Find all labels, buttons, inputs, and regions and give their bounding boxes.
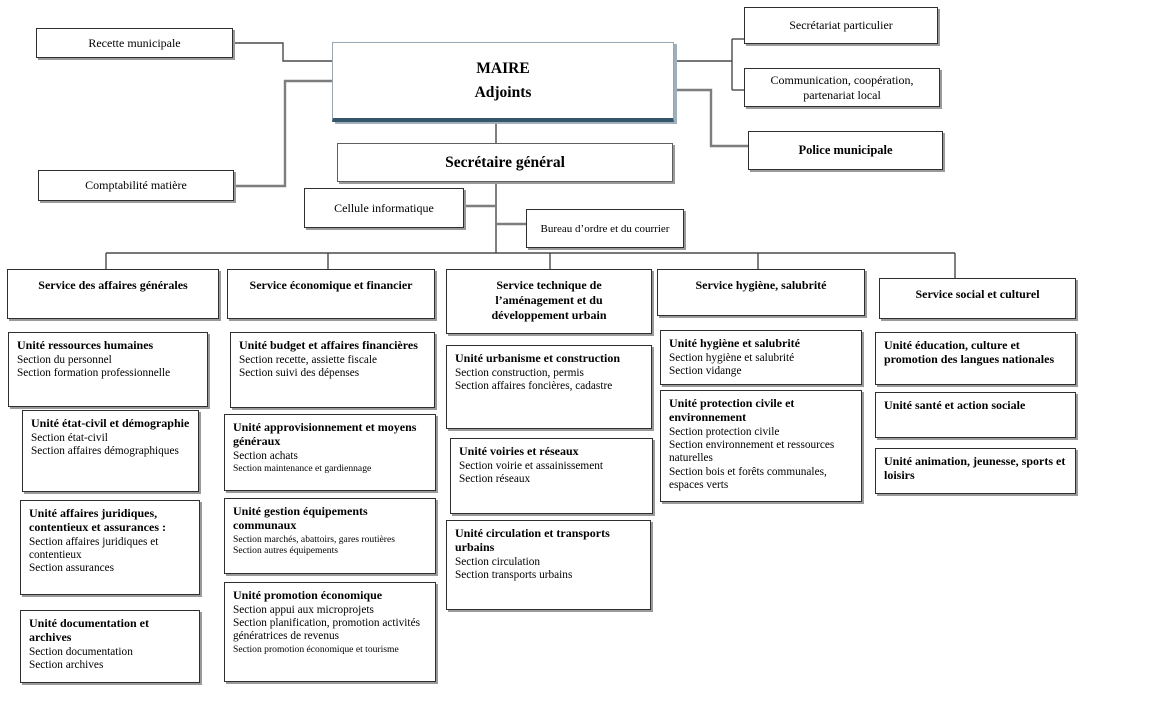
service-social-culturel: Service social et culturel: [879, 278, 1076, 319]
unit-title: Unité état-civil et démographie: [31, 416, 190, 430]
node-label: Bureau d’ordre et du courrier: [540, 222, 670, 235]
unit-ressources-humaines: Unité ressources humaines Section du per…: [8, 332, 208, 407]
unit-section: Section suivi des dépenses: [239, 367, 360, 380]
unit-section: Section du personnel: [17, 353, 112, 366]
unit-title: Unité protection civile et environnement: [669, 396, 795, 424]
node-secretaire-general: Secrétaire général: [337, 143, 673, 182]
unit-urbanisme-construction: Unité urbanisme et construction Section …: [446, 345, 652, 429]
unit-section: Section marchés, abattoirs, gares routiè…: [233, 533, 395, 545]
unit-approvisionnement-moyens-generaux: Unité approvisionnement et moyens généra…: [224, 414, 436, 491]
unit-section: Section archives: [29, 658, 104, 671]
unit-section: Section affaires démographiques: [31, 445, 179, 458]
node-secretariat-particulier: Secrétariat particulier: [744, 7, 938, 44]
unit-section: Section affaires foncières, cadastre: [455, 380, 613, 393]
unit-section: Section appui aux microprojets: [233, 603, 374, 616]
unit-section: Section état-civil: [31, 431, 108, 444]
unit-affaires-juridiques: Unité affaires juridiques, contentieux e…: [20, 500, 200, 595]
service-label: Service technique de l’aménagement et du…: [491, 278, 607, 322]
service-hygiene-salubrite: Service hygiène, salubrité: [657, 269, 865, 316]
unit-section: Section vidange: [669, 365, 742, 378]
unit-section: Section assurances: [29, 562, 115, 575]
service-affaires-generales: Service des affaires générales: [7, 269, 219, 319]
unit-promotion-economique: Unité promotion économique Section appui…: [224, 582, 436, 682]
service-label: Service social et culturel: [915, 287, 1040, 301]
adjoints-title: Adjoints: [474, 83, 532, 101]
unit-documentation-archives: Unité documentation et archives Section …: [20, 610, 200, 683]
unit-title: Unité éducation, culture et promotion de…: [884, 338, 1055, 366]
node-communication-cooperation: Communication, coopération, partenariat …: [744, 68, 940, 107]
unit-title: Unité santé et action sociale: [884, 398, 1026, 412]
unit-education-culture-langues: Unité éducation, culture et promotion de…: [875, 332, 1076, 385]
unit-title: Unité approvisionnement et moyens généra…: [233, 420, 417, 448]
node-recette-municipale: Recette municipale: [36, 28, 233, 58]
unit-section: Section autres équipements: [233, 544, 338, 556]
service-technique-amenagement: Service technique de l’aménagement et du…: [446, 269, 652, 334]
node-label: Secrétaire général: [445, 153, 565, 171]
unit-section: Section planification, promotion activit…: [233, 617, 420, 643]
unit-title: Unité gestion équipements communaux: [233, 504, 368, 532]
node-bureau-ordre-courrier: Bureau d’ordre et du courrier: [526, 209, 684, 248]
unit-title: Unité promotion économique: [233, 588, 383, 602]
unit-title: Unité documentation et archives: [29, 616, 149, 644]
unit-title: Unité hygiène et salubrité: [669, 336, 800, 350]
unit-section: Section construction, permis: [455, 366, 584, 379]
unit-hygiene-salubrite: Unité hygiène et salubrité Section hygiè…: [660, 330, 862, 385]
unit-section: Section réseaux: [459, 473, 531, 486]
unit-section: Section maintenance et gardiennage: [233, 462, 372, 474]
node-label: Police municipale: [798, 143, 893, 157]
unit-title: Unité urbanisme et construction: [455, 351, 620, 365]
unit-section: Section recette, assiette fiscale: [239, 353, 378, 366]
unit-title: Unité affaires juridiques, contentieux e…: [29, 506, 166, 534]
service-label: Service des affaires générales: [38, 278, 188, 292]
unit-animation-jeunesse-sports: Unité animation, jeunesse, sports et loi…: [875, 448, 1076, 494]
service-label: Service hygiène, salubrité: [695, 278, 827, 292]
unit-section: Section hygiène et salubrité: [669, 351, 795, 364]
unit-gestion-equipements-communaux: Unité gestion équipements communaux Sect…: [224, 498, 436, 574]
unit-section: Section promotion économique et tourisme: [233, 643, 399, 655]
service-label: Service économique et financier: [249, 278, 413, 292]
node-cellule-informatique: Cellule informatique: [304, 188, 464, 228]
unit-section: Section formation professionnelle: [17, 367, 171, 380]
unit-section: Section circulation: [455, 555, 541, 568]
unit-voiries-reseaux: Unité voiries et réseaux Section voirie …: [450, 438, 653, 514]
unit-section: Section protection civile: [669, 425, 780, 438]
unit-title: Unité ressources humaines: [17, 338, 154, 352]
node-label: Comptabilité matière: [85, 178, 187, 192]
unit-section: Section documentation: [29, 645, 133, 658]
unit-title: Unité circulation et transports urbains: [455, 526, 610, 554]
unit-title: Unité voiries et réseaux: [459, 444, 579, 458]
node-maire-adjoints: MAIRE Adjoints: [332, 42, 674, 122]
unit-circulation-transports: Unité circulation et transports urbains …: [446, 520, 651, 610]
node-label: Recette municipale: [88, 35, 181, 50]
maire-title: MAIRE: [476, 60, 530, 78]
unit-section: Section achats: [233, 449, 298, 462]
unit-section: Section environnement et ressources natu…: [669, 438, 835, 465]
unit-protection-civile-environnement: Unité protection civile et environnement…: [660, 390, 862, 502]
node-label: Secrétariat particulier: [789, 18, 893, 32]
node-police-municipale: Police municipale: [748, 131, 943, 170]
unit-title: Unité budget et affaires financières: [239, 338, 418, 352]
unit-section: Section affaires juridiques et contentie…: [29, 535, 159, 561]
unit-budget-affaires-financieres: Unité budget et affaires financières Sec…: [230, 332, 435, 408]
unit-section: Section bois et forêts communales, espac…: [669, 465, 827, 491]
unit-sante-action-sociale: Unité santé et action sociale: [875, 392, 1076, 438]
unit-section: Section voirie et assainissement: [459, 459, 604, 472]
unit-etat-civil-demographie: Unité état-civil et démographie Section …: [22, 410, 199, 492]
node-label: Communication, coopération, partenariat …: [770, 72, 914, 102]
unit-title: Unité animation, jeunesse, sports et loi…: [884, 454, 1066, 482]
node-label: Cellule informatique: [334, 200, 434, 215]
node-comptabilite-matiere: Comptabilité matière: [38, 170, 234, 201]
service-economique-financier: Service économique et financier: [227, 269, 435, 319]
unit-section: Section transports urbains: [455, 568, 573, 581]
